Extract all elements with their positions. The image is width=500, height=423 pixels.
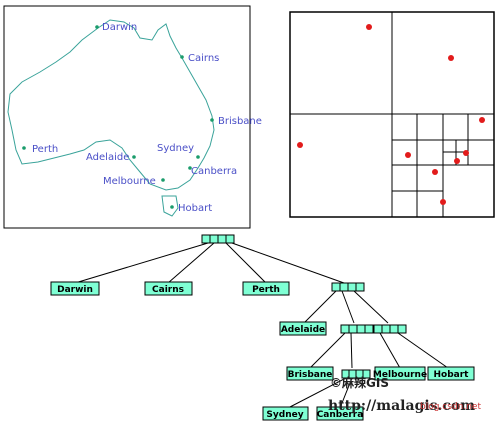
tree-leaf-sydney: Sydney xyxy=(262,406,309,421)
australia-coastline xyxy=(7,19,215,191)
city-adelaide: Adelaide xyxy=(86,152,136,163)
leaf-label: Brisbane xyxy=(288,370,333,380)
tree-leaf-canberra: Canberra xyxy=(316,406,364,421)
leaf-label: Hobart xyxy=(434,370,470,380)
tasmania-coastline xyxy=(161,195,179,217)
city-canberra: Canberra xyxy=(188,166,237,177)
tree-leaf-melbourne: Melbourne xyxy=(373,366,427,381)
point-marker xyxy=(448,55,454,61)
point-marker xyxy=(440,199,446,205)
watermark-blog: blog.csdn.net xyxy=(420,402,481,412)
map-frame xyxy=(3,5,251,229)
tree-edge xyxy=(309,332,346,369)
city-dot xyxy=(210,118,214,122)
tree-edge xyxy=(379,332,401,369)
city-label: Sydney xyxy=(157,143,194,154)
city-label: Darwin xyxy=(102,22,137,33)
tree-edges xyxy=(74,242,449,409)
city-dot xyxy=(132,155,136,159)
city-label: Hobart xyxy=(178,203,212,214)
tree-edge xyxy=(353,290,389,324)
tree-edge xyxy=(339,377,353,409)
tree-root-node xyxy=(201,234,235,244)
watermark: ©麻辣GIS http://malagis.com blog.csdn.net xyxy=(328,375,481,414)
city-label: Cairns xyxy=(188,53,219,64)
leaf-label: Melbourne xyxy=(373,370,427,380)
point-marker xyxy=(405,152,411,158)
city-hobart: Hobart xyxy=(170,203,212,214)
city-dot xyxy=(196,155,200,159)
tree-leaf-adelaide: Adelaide xyxy=(279,321,327,336)
leaf-label: Sydney xyxy=(266,410,303,420)
leaf-label: Darwin xyxy=(57,285,93,295)
leaf-label: Perth xyxy=(252,285,280,295)
tree-edge xyxy=(225,242,267,284)
city-label: Adelaide xyxy=(86,152,129,163)
point-marker xyxy=(479,117,485,123)
city-dot xyxy=(170,205,174,209)
city-melbourne: Melbourne xyxy=(103,176,165,187)
city-sydney: Sydney xyxy=(157,143,200,159)
tree-edge xyxy=(167,242,215,284)
leaf-label: Adelaide xyxy=(281,325,325,335)
point-marker xyxy=(463,150,469,156)
watermark-url: http://malagis.com xyxy=(328,398,475,414)
watermark-name: ©麻辣GIS xyxy=(330,375,389,390)
point-marker xyxy=(366,24,372,30)
tree-leaf-cairns: Cairns xyxy=(144,281,193,296)
tree-leaf-brisbane: Brisbane xyxy=(286,366,334,381)
australia-map-panel: Darwin Cairns Brisbane Perth Adelaide Sy… xyxy=(3,5,262,229)
city-darwin: Darwin xyxy=(95,22,137,33)
tree-leaf-perth: Perth xyxy=(242,281,290,296)
city-label: Perth xyxy=(32,144,58,155)
city-dot xyxy=(95,25,99,29)
quadtree-diagram: Darwin Cairns Perth Adelaide Brisbane Me… xyxy=(50,234,475,421)
city-perth: Perth xyxy=(22,144,58,155)
tree-internal-node xyxy=(373,324,407,334)
point-marker xyxy=(454,158,460,164)
tree-edge xyxy=(303,290,337,324)
city-brisbane: Brisbane xyxy=(210,116,262,127)
point-marker xyxy=(297,142,303,148)
city-dot xyxy=(180,55,184,59)
city-dot xyxy=(188,166,192,170)
tree-internal-node xyxy=(340,324,374,334)
leaf-label: Canberra xyxy=(317,410,364,420)
city-dot xyxy=(22,146,26,150)
tree-leaf-darwin: Darwin xyxy=(50,281,100,296)
point-marker xyxy=(432,169,438,175)
tree-edge xyxy=(397,332,449,369)
tree-edge xyxy=(341,290,355,324)
city-label: Melbourne xyxy=(103,176,156,187)
tree-internal-node xyxy=(341,369,371,379)
tree-leaf-hobart: Hobart xyxy=(427,366,475,381)
tree-edge xyxy=(74,242,209,284)
tree-edge xyxy=(350,332,353,369)
quadtree-panel xyxy=(289,11,495,218)
tree-edge xyxy=(287,377,347,409)
tree-internal-node xyxy=(331,282,365,292)
city-dot xyxy=(161,178,165,182)
city-label: Brisbane xyxy=(218,116,262,127)
leaf-label: Cairns xyxy=(152,285,184,295)
tree-edge xyxy=(231,242,345,284)
city-cairns: Cairns xyxy=(180,53,219,64)
city-label: Canberra xyxy=(191,166,237,177)
